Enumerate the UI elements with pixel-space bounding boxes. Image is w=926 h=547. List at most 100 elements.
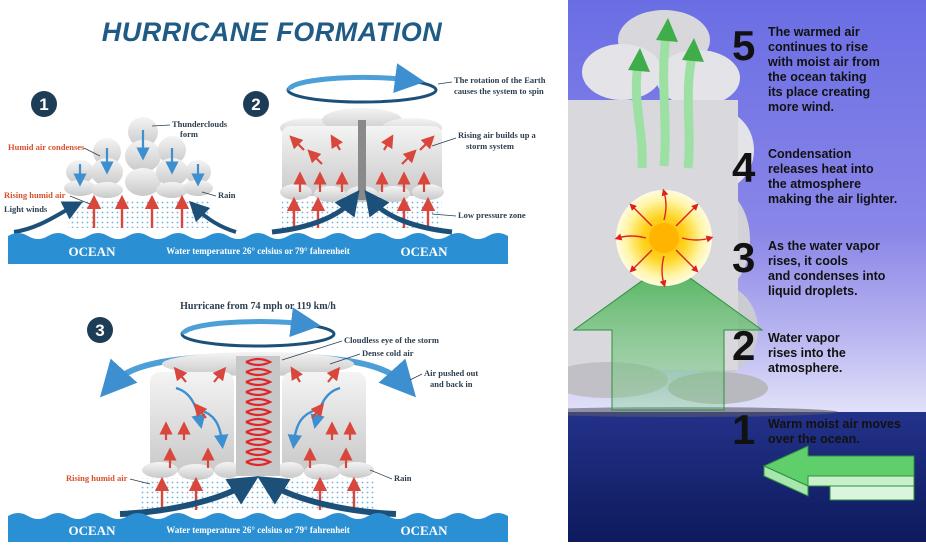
water-temp-top: Water temperature 26° celsius or 79° fah… bbox=[166, 246, 350, 256]
hurricane-steps-diagram: 5 The warmed air continues to rise with … bbox=[568, 0, 926, 542]
leader-rotation bbox=[437, 81, 453, 85]
hurricane-rising-arrows bbox=[159, 366, 357, 468]
leader-pushed bbox=[409, 373, 423, 381]
label-light-winds: Light winds bbox=[4, 204, 48, 214]
step-3-badge bbox=[87, 317, 113, 343]
ocean-band-bottom: OCEAN Water temperature 26° celsius or 7… bbox=[8, 513, 508, 542]
diagram-title: HURRICANE FORMATION bbox=[102, 17, 442, 47]
step-2-line3: atmosphere. bbox=[768, 361, 842, 375]
step-2-badge bbox=[243, 91, 269, 117]
earth-rotation-arrow bbox=[287, 63, 425, 93]
heat-rays bbox=[614, 188, 714, 288]
leader-rain-1 bbox=[201, 191, 217, 197]
label-rain-1: Rain bbox=[218, 190, 236, 200]
low-pressure-arrows bbox=[286, 196, 436, 228]
ocean-label-1: OCEAN bbox=[69, 244, 117, 259]
step-1-line2: over the ocean. bbox=[768, 432, 860, 446]
hurricane-inflow-right bbox=[257, 476, 397, 517]
panel-3: 3 Hurricane from 74 mph or 119 km/h bbox=[66, 301, 478, 517]
leader-rising-humid-1 bbox=[69, 195, 91, 205]
label-pushed-line2: and back in bbox=[430, 379, 473, 389]
step-5: 5 The warmed air continues to rise with … bbox=[732, 22, 880, 114]
label-pushed-line1: Air pushed out bbox=[424, 368, 478, 378]
step-3-number: 3 bbox=[95, 321, 104, 340]
surface-wind-arrow bbox=[762, 445, 915, 501]
label-rising-builds-line1: Rising air builds up a bbox=[458, 130, 537, 140]
label-hurricane-from: Hurricane from 74 mph or 119 km/h bbox=[180, 301, 336, 312]
warmed-air-arrows bbox=[631, 35, 697, 169]
step-4: 4 Condensation releases heat into the at… bbox=[732, 144, 897, 206]
step-3: 3 As the water vapor rises, it cools and… bbox=[732, 234, 886, 298]
inflow-arrow-right bbox=[364, 190, 453, 235]
rain-arrows bbox=[73, 130, 205, 187]
step-5-number: 5 bbox=[732, 22, 755, 69]
step-5-line1: The warmed air bbox=[768, 25, 860, 39]
light-winds-arrow-right bbox=[188, 200, 237, 234]
step-3-line4: liquid droplets. bbox=[768, 284, 858, 298]
step-1-number-right: 1 bbox=[732, 406, 755, 453]
step-1: 1 Warm moist air moves over the ocean. bbox=[732, 406, 901, 453]
label-rotation-line2: causes the system to spin bbox=[454, 86, 544, 96]
step-1-badge bbox=[31, 91, 57, 117]
step-4-line4: making the air lighter. bbox=[768, 192, 897, 206]
panel-1: 1 bbox=[4, 91, 237, 234]
hurricane-inflow-left bbox=[119, 476, 259, 517]
step-2-line2: rises into the bbox=[768, 346, 846, 360]
step-2-number: 2 bbox=[251, 95, 260, 114]
step-3-line2: rises, it cools bbox=[768, 254, 848, 268]
light-winds-arrow-left bbox=[13, 201, 83, 234]
step-4-line3: the atmosphere bbox=[768, 177, 861, 191]
hurricane-formation-panel: HURRICANE FORMATION 1 bbox=[4, 17, 546, 542]
step-2-line1: Water vapor bbox=[768, 331, 840, 345]
label-rising-builds-line2: storm system bbox=[466, 141, 514, 151]
step-5-line2: continues to rise bbox=[768, 40, 868, 54]
step-3-number-right: 3 bbox=[732, 234, 755, 281]
hurricane-formation-diagram: HURRICANE FORMATION 1 bbox=[4, 17, 546, 542]
step-3-line3: and condenses into bbox=[768, 269, 886, 283]
inflow-arrow-left bbox=[271, 190, 360, 235]
hurricane-rotation-arrow bbox=[181, 307, 321, 338]
step-5-line4: the ocean taking bbox=[768, 70, 867, 84]
hurricane-steps-panel: 5 The warmed air continues to rise with … bbox=[568, 0, 926, 542]
ocean-label-4: OCEAN bbox=[401, 523, 449, 538]
label-cloudless-eye: Cloudless eye of the storm bbox=[344, 335, 439, 345]
leader-cloudless-eye bbox=[281, 340, 343, 361]
step-1-line1: Warm moist air moves bbox=[768, 417, 901, 431]
leader-thunderclouds bbox=[151, 124, 171, 127]
step-1-number: 1 bbox=[39, 95, 48, 114]
step-4-number: 4 bbox=[732, 144, 756, 191]
eye-spiral bbox=[245, 357, 273, 467]
label-rotation-line1: The rotation of the Earth bbox=[454, 75, 546, 85]
label-thunderclouds-line1: Thunderclouds bbox=[172, 119, 228, 129]
water-temp-bottom: Water temperature 26° celsius or 79° fah… bbox=[166, 525, 350, 535]
leader-low-pressure bbox=[431, 213, 457, 217]
leader-humid-condenses bbox=[83, 147, 101, 157]
step-5-line5: its place creating bbox=[768, 85, 870, 99]
step-5-line6: more wind. bbox=[768, 100, 834, 114]
panel-2: 2 bbox=[243, 63, 546, 235]
leader-rising-builds bbox=[431, 137, 457, 147]
rising-air-arrows bbox=[86, 194, 190, 228]
step-4-line2: releases heat into bbox=[768, 162, 874, 176]
leader-rising-humid-3 bbox=[129, 478, 151, 485]
label-dense-cold: Dense cold air bbox=[362, 348, 414, 358]
leader-rain-3 bbox=[369, 469, 393, 480]
leader-dense-cold bbox=[329, 353, 361, 365]
label-rising-humid-3: Rising humid air bbox=[66, 473, 128, 483]
label-low-pressure: Low pressure zone bbox=[458, 210, 526, 220]
step-2: 2 Water vapor rises into the atmosphere. bbox=[732, 322, 846, 375]
label-rising-humid-1: Rising humid air bbox=[4, 190, 66, 200]
humid-air-dots bbox=[68, 200, 210, 228]
heat-core bbox=[649, 223, 679, 253]
storm-rising-arrows bbox=[289, 134, 435, 192]
step-2-number-right: 2 bbox=[732, 322, 755, 369]
rising-vapor-arrow bbox=[572, 261, 764, 411]
step-4-line1: Condensation bbox=[768, 147, 851, 161]
label-humid-condenses: Humid air condenses bbox=[8, 142, 85, 152]
ocean-label-2: OCEAN bbox=[401, 244, 449, 259]
label-rain-3: Rain bbox=[394, 473, 412, 483]
step-5-line3: with moist air from bbox=[767, 55, 880, 69]
label-thunderclouds-line2: form bbox=[180, 129, 198, 139]
warmed-air-arrowheads bbox=[628, 18, 704, 72]
